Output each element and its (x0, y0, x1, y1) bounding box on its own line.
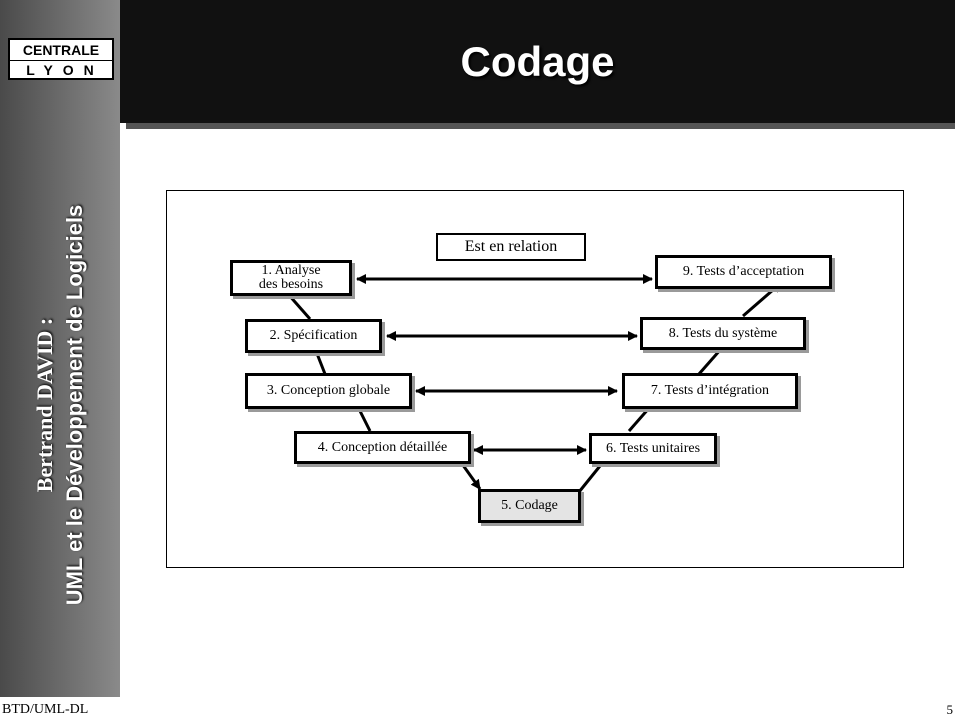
connector-4-5 (458, 460, 482, 490)
step-box-acceptance-tests: 9. Tests d’acceptation (655, 255, 832, 289)
page-number: 5 (946, 702, 954, 717)
connector-5-6 (577, 460, 606, 493)
logo-line-1: CENTRALE (10, 40, 112, 61)
step-box-integration-tests: 7. Tests d’intégration (622, 373, 798, 409)
header-shadow (126, 123, 955, 129)
school-logo: CENTRALE LYON (8, 38, 114, 80)
connector-6-7 (627, 406, 652, 432)
sidebar (0, 0, 120, 723)
step-box-detailed-design: 4. Conception détaillée (294, 431, 471, 464)
step-box-specification: 2. Spécification (245, 319, 382, 353)
relation-label: Est en relation (436, 233, 586, 261)
connector-1-2 (286, 293, 312, 320)
connector-2-3 (314, 350, 327, 375)
connector-7-8 (697, 348, 723, 375)
step-box-unit-tests: 6. Tests unitaires (589, 433, 717, 464)
logo-line-2: LYON (26, 62, 104, 78)
header-bar (120, 0, 955, 123)
footer-code: BTD/UML-DL (0, 697, 120, 723)
page-title: Codage (460, 37, 615, 85)
step-box-analysis: 1. Analyse des besoins (230, 260, 352, 296)
step-box-coding: 5. Codage (478, 489, 581, 523)
connector-3-4 (356, 406, 372, 432)
step-box-system-tests: 8. Tests du système (640, 317, 806, 350)
step-box-global-design: 3. Conception globale (245, 373, 412, 409)
